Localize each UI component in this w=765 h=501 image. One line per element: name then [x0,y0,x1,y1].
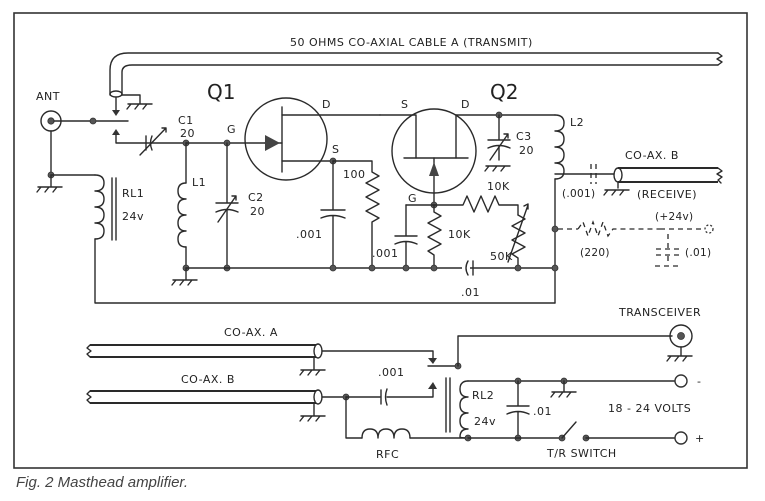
relay-contact-icon [112,129,120,135]
relay-coil-rl2 [459,380,469,439]
minus-label: - [697,375,701,388]
optional-resistor-220-label: (220) [580,247,610,259]
capacitor-001-bottom [380,388,388,406]
cap-01-label: .01 [461,286,480,299]
junction-dot [430,264,438,272]
ground-icon [121,94,153,110]
rfc-label: RFC [376,448,399,461]
potentiometer-50k [507,203,529,263]
ground-icon [603,181,630,196]
rl1-value: 24v [122,210,144,223]
inductor-rfc [361,428,411,439]
optional-cap-01-label: (.01) [685,247,711,259]
junction-dot [368,264,376,272]
coax-cable-a-bottom [86,343,323,359]
ground-icon [36,174,63,193]
cap-01-bottom-label: .01 [533,405,552,418]
q2-source-label: S [401,98,408,111]
cap-001-label: .001 [296,228,323,241]
c1-value: 20 [180,127,195,140]
transceiver-label: TRANSCEIVER [618,306,701,319]
junction-dot [551,264,559,272]
c2-value: 20 [250,205,265,218]
q1-label: Q1 [207,80,235,104]
figure-frame [13,12,748,469]
plus-terminal[interactable] [674,431,688,445]
coax-a-bottom-label: CO-AX. A [224,326,278,339]
q1-gate-label: G [227,123,236,136]
ground-icon [299,402,326,422]
coax-cable-b-bottom [86,389,323,405]
resistor-100-label: 100 [343,168,366,181]
voltage-label: 18 - 24 VOLTS [608,402,691,415]
inductor-l1 [177,182,187,248]
minus-terminal[interactable] [674,374,688,388]
c3-value: 20 [519,144,534,157]
l1-label: L1 [192,176,206,189]
relay-contact-icon [112,110,120,116]
rl2-value: 24v [474,415,496,428]
cap-001-bottom-label: .001 [378,366,405,379]
transistor-q1 [244,97,381,181]
rl1-label: RL1 [122,187,144,200]
tr-switch-label: T/R SWITCH [546,447,617,460]
q2-gate-label: G [408,192,417,205]
variable-capacitor-c3 [489,133,509,161]
q1-source-label: S [332,143,339,156]
top-cable-label: 50 OHMS CO-AXIAL CABLE A (TRANSMIT) [290,36,533,49]
relay-contact-icon [428,358,437,364]
coax-cable-b-top [613,167,723,184]
figure-caption: Fig. 2 Masthead amplifier. [16,474,189,491]
optional-cap-001-label: (.001) [562,188,595,200]
receive-label: (RECEIVE) [637,188,697,201]
transistor-q2 [379,108,477,206]
ground-icon [171,267,198,286]
transceiver-connector-icon [669,324,693,348]
optional-supply-label: (+24v) [655,211,693,223]
q2-label: Q2 [490,80,518,104]
coax-b-label: CO-AX. B [625,149,679,162]
cap-001-label: .001 [372,247,399,260]
variable-capacitor-c2 [217,195,237,223]
ground-icon [484,165,511,172]
ground-icon [666,346,693,362]
junction-dot [514,264,522,272]
junction-dot [402,264,410,272]
junction-dot [329,264,337,272]
pot-50k-label: 50K [490,250,513,263]
c1-label: C1 [178,114,194,127]
relay-contact-icon [428,382,437,389]
ground-icon [550,380,577,398]
optional-supply-terminal [704,224,714,234]
relay-coil-rl1 [94,174,117,241]
variable-capacitor-c1 [139,127,167,156]
l2-label: L2 [570,116,584,129]
c2-label: C2 [248,191,264,204]
coax-cable-a-top [109,52,723,98]
rl2-label: RL2 [472,389,494,402]
antenna-label: ANT [36,90,60,103]
ground-icon [299,356,326,376]
coax-b-bottom-label: CO-AX. B [181,373,235,386]
plus-label: + [695,432,705,445]
junction-dot [551,225,559,233]
c3-label: C3 [516,130,532,143]
resistor-10k-label: 10K [448,228,471,241]
q2-drain-label: D [461,98,470,111]
q1-drain-label: D [322,98,331,111]
tr-switch [561,421,577,439]
junction-dot [89,117,97,125]
resistor-10k-label: 10K [487,180,510,193]
inductor-l2 [554,114,565,180]
